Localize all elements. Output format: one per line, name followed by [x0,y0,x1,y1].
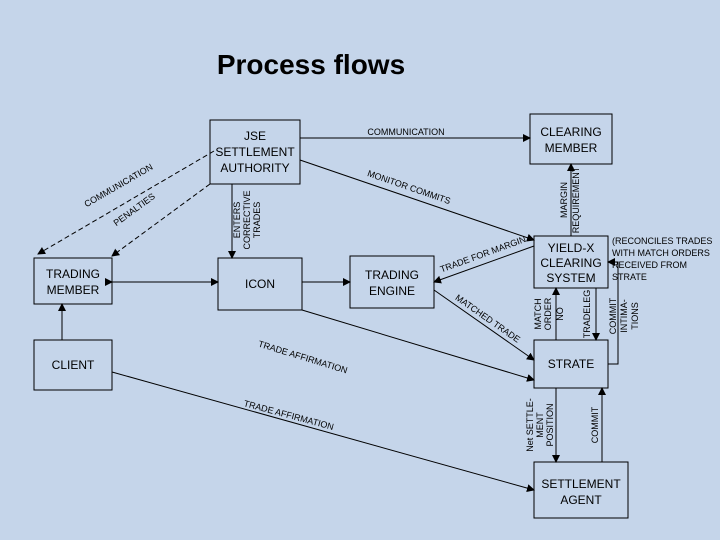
jse-settlement-authority-box: JSE SETTLEMENT AUTHORITY [209,119,301,185]
label-trade-affirmation-2: TRADE AFFIRMATION [243,398,335,432]
label-ment: MENT [535,412,545,438]
edge-jse-to-yield-x-monitor [299,159,535,242]
label-enters: ENTERS [232,202,242,239]
label-order: ORDER [543,297,553,330]
note-line2: WITH MATCH ORDERS [612,248,710,258]
settlement-agent-line2: AGENT [560,493,602,507]
trading-member-line1: TRADING [46,267,100,281]
client-label: CLIENT [52,358,95,372]
strate-box: STRATE [533,339,609,389]
clearing-member-line1: CLEARING [540,125,601,139]
edge-icon-to-strate [301,309,535,382]
label-net-settle: Net SETTLE- [525,398,535,452]
label-position: POSITION [545,403,555,446]
label-trades: TRADES [252,202,262,239]
label-requirement: REQUIREMENT [571,166,581,233]
clearing-member-line2: MEMBER [545,141,598,155]
strate-label: STRATE [548,357,594,371]
label-margin: MARGIN [559,182,569,218]
label-commit-intimations-1: COMMIT [608,297,618,334]
jse-label-line1: JSE [244,129,266,143]
label-no: NO [555,307,565,321]
yield-x-line3: SYSTEM [546,271,595,285]
edge-jse-to-trading-member-communication [37,150,215,255]
label-tradeleg: TRADELEG [582,290,592,339]
label-corrective: CORRECTIVE [242,190,252,249]
edge-client-to-settlement-agent [111,371,535,492]
client-box: CLIENT [33,339,113,391]
yield-x-line1: YIELD-X [548,241,595,255]
trading-engine-box: TRADING ENGINE [349,255,435,309]
label-trade-for-margin: TRADE FOR MARGIN [439,234,527,274]
trading-engine-line1: TRADING [365,268,419,282]
edge-trading-engine-to-strate [433,289,535,361]
edge-strate-to-yield-x-commit [607,258,619,365]
note-line1: (RECONCILES TRADES [612,236,712,246]
jse-label-line3: AUTHORITY [220,161,289,175]
edge-yield-x-to-trading-engine [433,245,535,284]
label-penalties: PENALTIES [112,191,157,228]
settlement-agent-box: SETTLEMENT AGENT [533,461,629,519]
clearing-member-box: CLEARING MEMBER [529,113,613,165]
note-line3: RECEIVED FROM [612,260,687,270]
label-communication-top: COMMUNICATION [367,127,444,137]
trading-member-box: TRADING MEMBER [33,257,113,305]
icon-label: ICON [245,277,275,291]
reconcile-note: (RECONCILES TRADES WITH MATCH ORDERS REC… [612,236,712,282]
icon-box: ICON [217,257,303,311]
yield-x-clearing-system-box: YIELD-X CLEARING SYSTEM [533,235,609,289]
trading-member-line2: MEMBER [47,283,100,297]
edge-jse-to-trading-member-penalties [111,183,211,257]
label-matched-trade: MATCHED TRADE [453,292,522,344]
note-line4: STRATE [612,272,647,282]
yield-x-line2: CLEARING [540,256,601,270]
label-trade-affirmation-1: TRADE AFFIRMATION [257,339,349,376]
label-commit-intimations-2: INTIMA- [619,299,629,333]
page-title: Process flows [217,49,405,80]
label-match: MATCH [533,298,543,329]
label-commit: COMMIT [590,406,600,443]
jse-label-line2: SETTLEMENT [215,145,295,159]
trading-engine-line2: ENGINE [369,284,415,298]
settlement-agent-line1: SETTLEMENT [541,477,621,491]
label-commit-intimations-3: TIONS [630,302,640,330]
